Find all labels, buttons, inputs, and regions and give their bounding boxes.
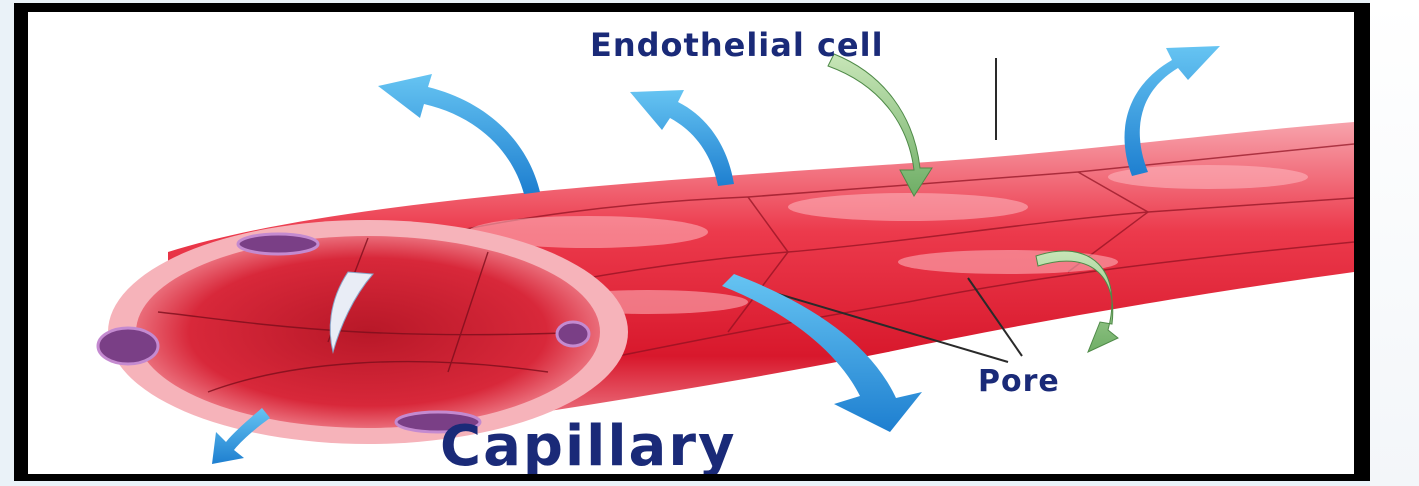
blue-arrow [630,90,734,186]
capillary-drawing [28,12,1354,474]
nucleus [238,234,318,254]
blue-arrow [378,74,540,194]
endothelial-cell-label: Endothelial cell [590,26,884,64]
nucleus [557,322,589,346]
background-margin [1370,0,1419,486]
nucleus [98,328,158,364]
capillary-title: Capillary [440,414,736,474]
pore-label: Pore [978,364,1060,399]
capillary-illustration: Endothelial cell Pore Capillary [28,12,1354,474]
